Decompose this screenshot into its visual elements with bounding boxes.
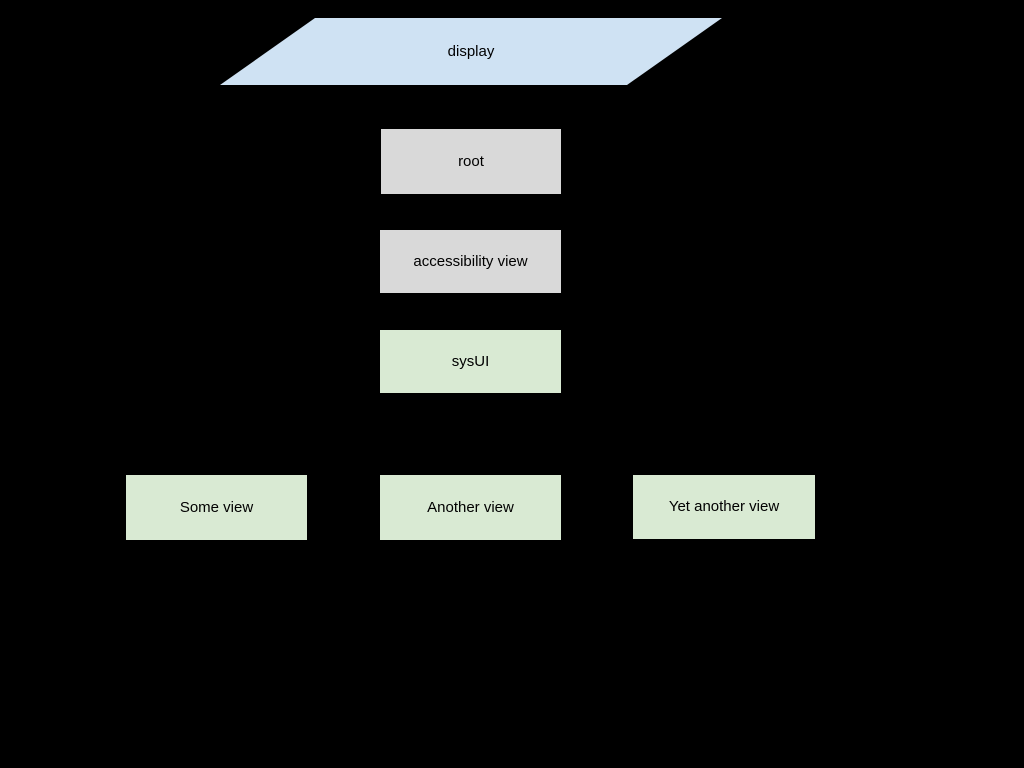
node-accessibility-view: accessibility view	[380, 230, 561, 293]
node-root: root	[381, 129, 561, 194]
node-yet-another-view-label: Yet another view	[668, 498, 780, 515]
node-sysui-label: sysUI	[451, 352, 490, 370]
node-sysui: sysUI	[380, 330, 561, 393]
node-another-view-label: Another view	[427, 498, 514, 516]
node-some-view: Some view	[126, 475, 307, 540]
node-yet-another-view: Yet another view	[633, 475, 815, 539]
node-accessibility-view-label: accessibility view	[413, 252, 528, 270]
node-some-view-label: Some view	[179, 498, 254, 516]
node-display-label: display	[447, 42, 495, 60]
node-another-view: Another view	[380, 475, 561, 540]
node-root-label: root	[458, 152, 484, 170]
node-display: display	[220, 18, 722, 85]
